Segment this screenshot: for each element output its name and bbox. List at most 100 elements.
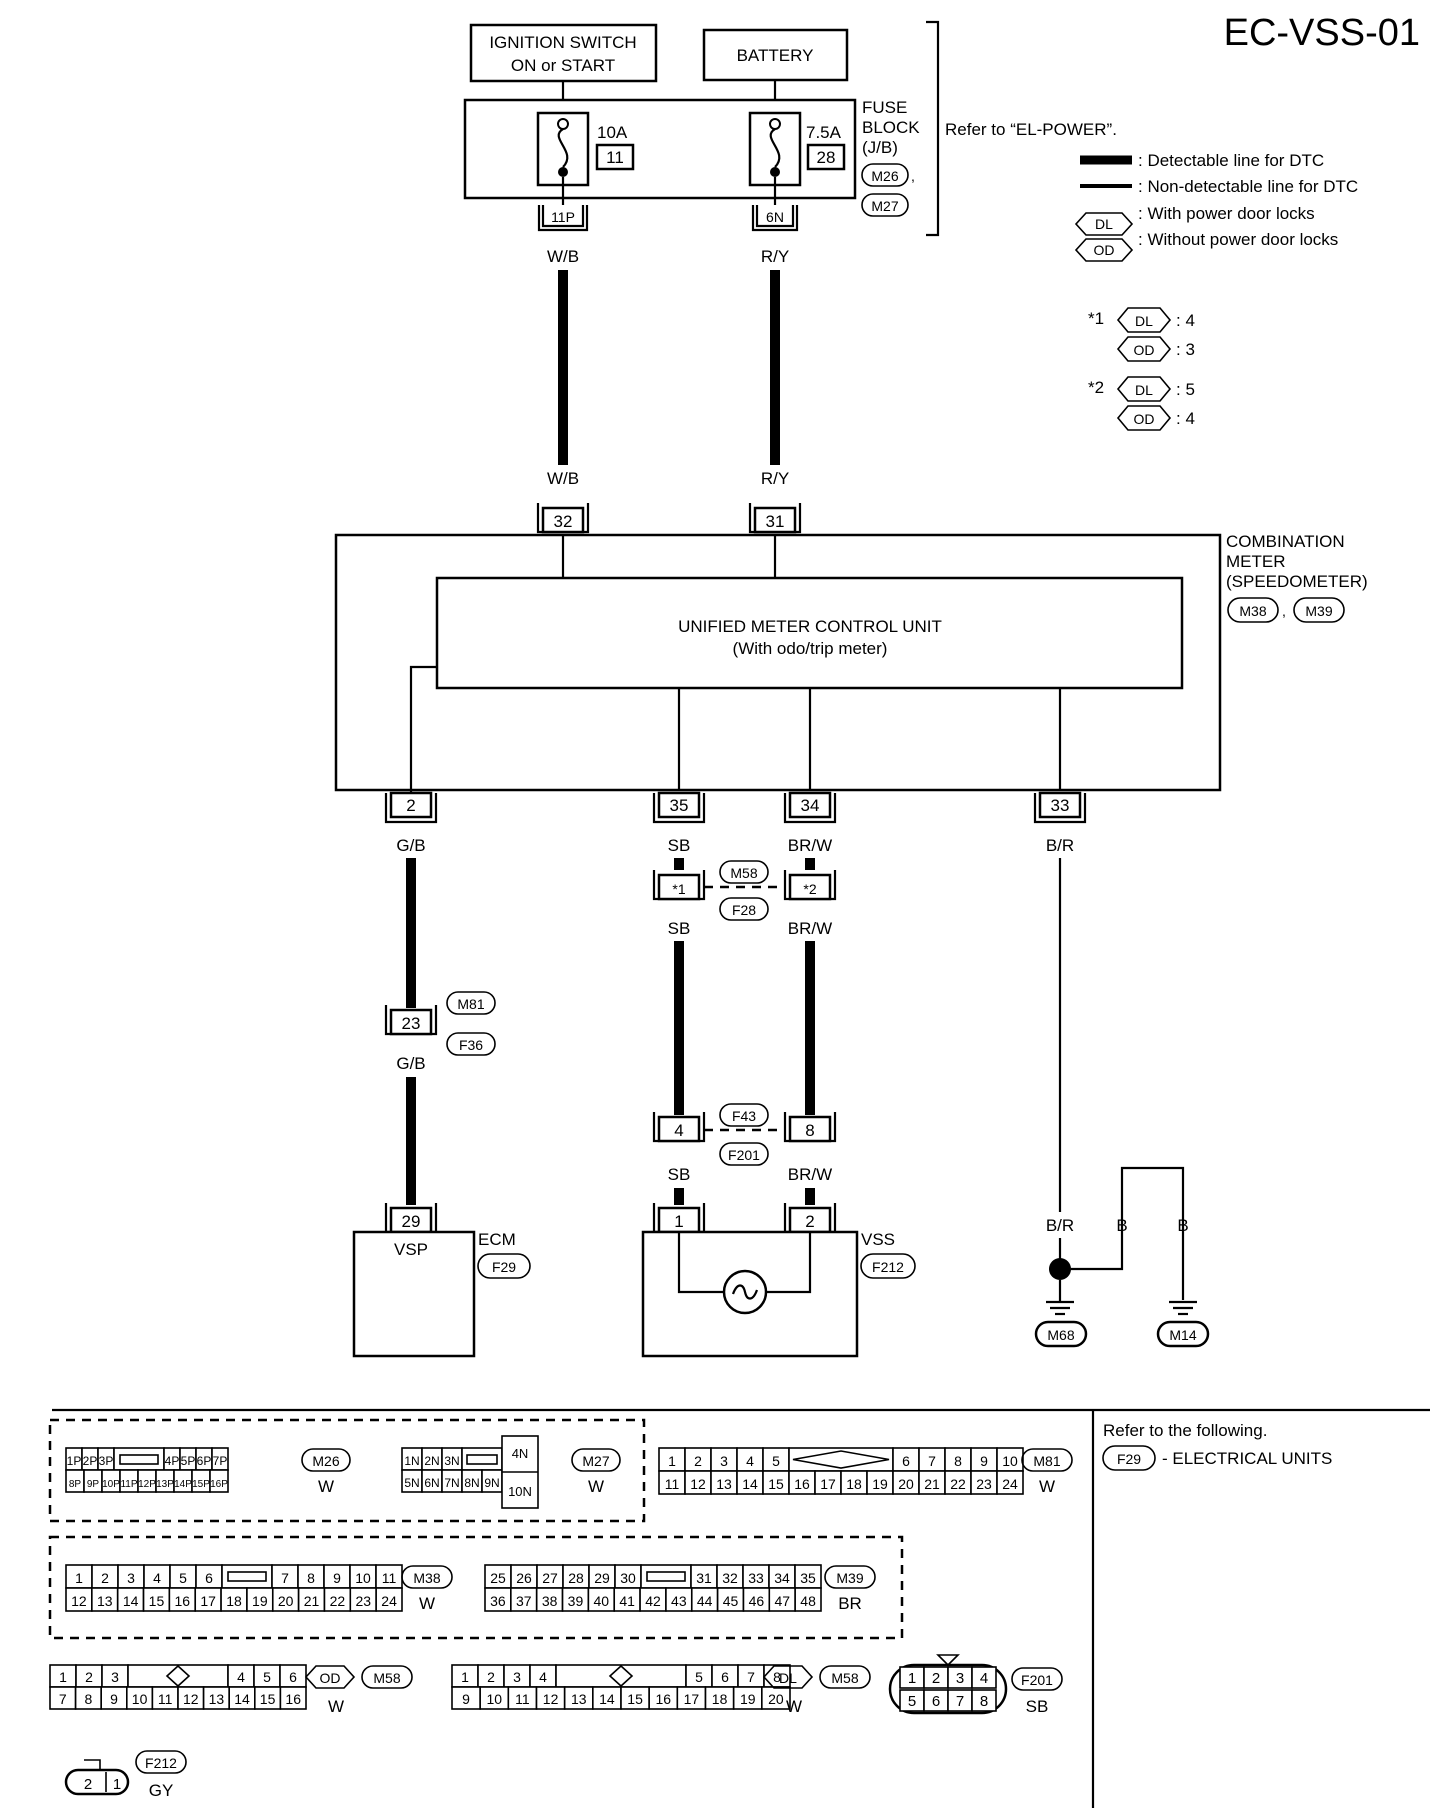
joint-f201: F201	[728, 1147, 760, 1163]
connector-pin-label: 3	[513, 1669, 521, 1685]
connector-pin-label: 8	[773, 1669, 781, 1685]
connector-id-tag	[571, 1448, 621, 1472]
connector-pin-label: 4P	[165, 1454, 180, 1468]
connector-pin-label: 48	[800, 1593, 816, 1609]
connector-pin-label: 14	[599, 1691, 615, 1707]
connector-pin-label: 2	[85, 1669, 93, 1685]
connector-color: SB	[1026, 1697, 1049, 1716]
connector-lock-label: OD	[320, 1670, 341, 1686]
connector-color: W	[786, 1697, 802, 1716]
connector-pin-label: 2N	[424, 1454, 439, 1468]
connector-pin-label: 12P	[138, 1479, 156, 1490]
fuse-block-label-3: (J/B)	[862, 138, 898, 157]
connector-pin-label: 17	[684, 1691, 700, 1707]
wire-gb-2: G/B	[396, 1054, 425, 1073]
connector-pin-label: 13	[97, 1593, 113, 1609]
connector-pin-label: 12	[183, 1691, 199, 1707]
connector-id: M26	[312, 1453, 339, 1469]
connector-key	[113, 1447, 165, 1471]
connector-color: W	[318, 1477, 334, 1496]
connector-pin-label: 5	[263, 1669, 271, 1685]
connector-pin-label: 10N	[508, 1484, 532, 1499]
connector-pin-label: 30	[620, 1570, 636, 1586]
connector-pin-label: 7N	[444, 1476, 459, 1490]
connector-pin-label: 1	[668, 1453, 676, 1469]
connector-pin-label: 8P	[69, 1479, 82, 1490]
meter-pin-34: 34	[801, 796, 820, 815]
wire-b-1: B	[1116, 1216, 1127, 1235]
connector-pin-label: 6	[932, 1693, 940, 1710]
vss-connector: F212	[872, 1259, 904, 1275]
connector-pin-label: 15P	[192, 1479, 210, 1490]
joint-m58: M58	[730, 865, 757, 881]
note2-dl: : 5	[1176, 380, 1195, 399]
connector-pin-label: 13	[209, 1691, 225, 1707]
connector-pin-label: 25	[490, 1570, 506, 1586]
connector-id: M58	[831, 1670, 858, 1686]
ground-m68: M68	[1034, 1280, 1088, 1348]
connector-pin-label: 20	[768, 1691, 784, 1707]
connector-id-tag	[135, 1750, 187, 1774]
connector-pin-label: 6N	[424, 1476, 439, 1490]
connector-pin-label: 8N	[464, 1476, 479, 1490]
ignition-label-2: ON or START	[511, 56, 615, 75]
connector-pin-label: 18	[712, 1691, 728, 1707]
connector-key-slot	[646, 1571, 686, 1582]
note2-od: : 4	[1176, 409, 1195, 428]
connector-pin-label: 14	[123, 1593, 139, 1609]
connector-key-slot	[227, 1571, 267, 1582]
connector-pin-label: 4N	[512, 1446, 529, 1461]
connector-pin-label: 1P	[67, 1454, 82, 1468]
connector-id-tag	[824, 1565, 876, 1589]
fuse1-number: 11	[606, 148, 624, 167]
connector-cell	[209, 1469, 229, 1493]
connector-lock-tag	[304, 1665, 356, 1689]
connector-pin-label: 8	[980, 1693, 988, 1710]
connector-pin-label: 14	[742, 1476, 758, 1492]
connector-pin-label: 29	[594, 1570, 610, 1586]
connector-pin-label: 7	[281, 1570, 289, 1586]
connector-pin-label: 4	[153, 1570, 161, 1586]
ground-m14-label: M14	[1169, 1327, 1196, 1343]
vss: 1 2 VSS F212	[641, 1203, 916, 1358]
connector-pin-label: 19	[872, 1476, 888, 1492]
joint-f36: F36	[459, 1037, 483, 1053]
ignition-switch: IGNITION SWITCH ON or START	[469, 23, 658, 83]
connector-pin-label: 9P	[87, 1479, 100, 1490]
refer-item: - ELECTRICAL UNITS	[1162, 1449, 1332, 1468]
connector-id-tag	[819, 1665, 871, 1689]
connector-pin-label: 3	[127, 1570, 135, 1586]
connector-pin-label: 10	[486, 1691, 502, 1707]
fuse-block-conn-1: M26	[871, 168, 898, 184]
connector-cell	[794, 1587, 822, 1612]
wire-gb-1: G/B	[396, 836, 425, 855]
connector-pin-label: 11P	[120, 1479, 137, 1490]
wire-wb-bottom: W/B	[547, 469, 579, 488]
connector-pin-label: 2	[932, 1670, 940, 1687]
connector-pin-label: 1N	[404, 1454, 419, 1468]
note2-marker: *2	[1088, 378, 1104, 397]
connector-pin-label: 5	[179, 1570, 187, 1586]
wire-sb-3: SB	[668, 1165, 691, 1184]
connector-pin-label: 5	[772, 1453, 780, 1469]
wire-brw-1: BR/W	[788, 836, 832, 855]
connector-pin-label: 32	[722, 1570, 738, 1586]
connector-pin-label: 10	[355, 1570, 371, 1586]
fuse2-terminal: 6N	[766, 209, 784, 225]
joint-pin-4: 4	[674, 1121, 683, 1140]
connector-pin-label: 2	[694, 1453, 702, 1469]
connector-lock-tag	[762, 1665, 814, 1689]
vss-pin-2: 2	[805, 1212, 814, 1231]
connector-pin-label: 17	[820, 1476, 836, 1492]
note2-dl-tag: DL	[1135, 382, 1153, 398]
connector-pin-label: 5N	[404, 1476, 419, 1490]
connector-cell	[971, 1666, 997, 1689]
connector-key	[640, 1564, 692, 1589]
connector-pin-label: 2	[487, 1669, 495, 1685]
meter-pin-31: 31	[766, 512, 785, 531]
connector-pin-label: 9	[333, 1570, 341, 1586]
